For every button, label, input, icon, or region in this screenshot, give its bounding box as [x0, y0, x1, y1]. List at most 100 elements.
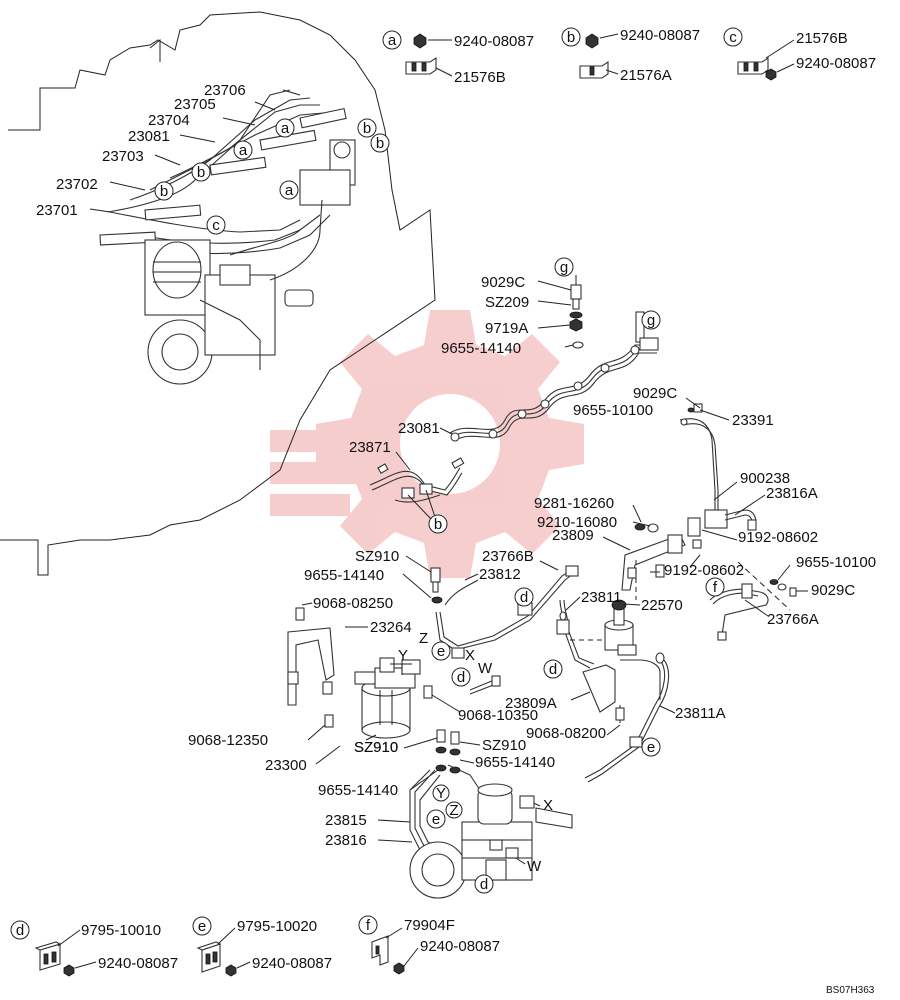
connection-marker: W: [478, 660, 493, 677]
nut-icon: [569, 318, 583, 332]
nut-icon: [393, 962, 405, 975]
callout-circle: [382, 30, 402, 50]
diagram-code: BS07H363: [826, 985, 875, 996]
clamp-slot: [589, 66, 595, 76]
part-number: 21576B: [796, 30, 848, 47]
injector: [99, 231, 157, 246]
pipe-clamp: [451, 647, 465, 659]
part-number: 9655-14140: [441, 340, 521, 357]
bolt-icon: [430, 567, 441, 583]
svg-text:e: e: [647, 739, 655, 756]
engine-callouts: a b a b b a b c: [154, 118, 390, 235]
legend-box-a: a 9240-08087 21576B: [382, 30, 534, 86]
injector: [209, 156, 267, 176]
part-number: 23300: [265, 757, 307, 774]
bracket-icon: [287, 627, 335, 706]
connection-marker: Z: [419, 630, 428, 647]
part-number: 900238: [740, 470, 790, 487]
part-number: 9240-08087: [454, 33, 534, 50]
svg-text:d: d: [480, 876, 488, 893]
pipe-clamp: [629, 736, 643, 748]
svg-text:c: c: [212, 217, 220, 234]
part-number: 23391: [732, 412, 774, 429]
svg-text:f: f: [713, 579, 718, 596]
part-number: 9240-08087: [796, 55, 876, 72]
part-number: 21576B: [454, 69, 506, 86]
part-number-23703: 23703: [102, 148, 144, 165]
injection-pipe-set: g 23081: [398, 310, 661, 442]
washer-icon: [569, 311, 583, 319]
callout-letter: c: [729, 29, 737, 46]
legend-box-c: c 21576B 9240-08087: [723, 27, 876, 81]
nut-icon: [225, 964, 237, 977]
part-number: 23264: [370, 619, 412, 636]
clamp-slot: [411, 62, 417, 72]
svg-text:a: a: [239, 142, 248, 159]
connection-marker: Y: [398, 647, 408, 664]
watermark-bar-1: [270, 430, 390, 452]
solenoid-group: d 23811 22570 23809A 23811A 9068-08200 e: [505, 560, 726, 783]
svg-text:f: f: [366, 917, 371, 934]
legend-box-d: d 9795-10010 9240-08087: [10, 920, 178, 977]
watermark-gear-logo: [270, 310, 584, 578]
svg-text:d: d: [457, 669, 465, 686]
part-number: 22570: [641, 597, 683, 614]
part-number-23701: 23701: [36, 202, 78, 219]
part-number: 9655-10100: [573, 402, 653, 419]
engine-outline: [0, 11, 436, 576]
bolt-icon: [324, 714, 334, 728]
nut-icon: [63, 964, 75, 977]
part-number: SZ910: [354, 739, 398, 756]
callout-letter: a: [388, 32, 397, 49]
nut-icon: [765, 68, 777, 81]
svg-text:g: g: [647, 312, 655, 329]
connection-marker: W: [527, 858, 542, 875]
bracket-23809: 9281-16260 9210-16080 23809 9192-08602: [534, 495, 744, 591]
legend-box-f: f 79904F 9240-08087: [358, 915, 500, 975]
clamp-slot: [421, 62, 427, 72]
union-block: [704, 509, 728, 529]
part-number: 23816: [325, 832, 367, 849]
legend-box-e: e 9795-10020 9240-08087: [192, 916, 332, 977]
svg-text:b: b: [434, 516, 442, 533]
bolt-icon: [450, 731, 460, 745]
part-number: 23081: [398, 420, 440, 437]
bolt-icon: [655, 564, 665, 578]
part-number: 79904F: [404, 917, 455, 934]
part-number-23706: 23706: [204, 82, 246, 99]
part-number: 9655-14140: [318, 782, 398, 799]
bolt-icon: [570, 284, 582, 300]
part-number: 9655-14140: [475, 754, 555, 771]
part-number: 9795-10010: [81, 922, 161, 939]
bracket: [299, 169, 351, 206]
return-pipe-23871: b 23871: [349, 439, 465, 534]
svg-text:e: e: [437, 643, 445, 660]
bolt-icon: [693, 403, 703, 413]
nut-icon: [585, 33, 599, 49]
part-number: 9068-08200: [526, 725, 606, 742]
part-number: SZ209: [485, 294, 529, 311]
svg-text:b: b: [197, 164, 205, 181]
union-block-group: 900238 23816A 9192-08602: [687, 470, 818, 568]
part-number: 21576A: [620, 67, 672, 84]
leak-off-pipe-23391: 9029C 9655-10100 23391: [573, 385, 774, 510]
part-number: 23809A: [505, 695, 557, 712]
bracket-icon: [582, 664, 616, 713]
part-number: SZ910: [482, 737, 526, 754]
part-number: 23811A: [675, 705, 726, 722]
watermark-bar-3: [270, 494, 350, 516]
pipe-clamp: [741, 583, 753, 599]
banjo-bolt: [687, 517, 701, 537]
watermark-bar-2: [270, 462, 370, 484]
part-number: 9029C: [481, 274, 525, 291]
svg-text:b: b: [376, 135, 384, 152]
part-number: 9719A: [485, 320, 528, 337]
injector: [299, 107, 347, 129]
pump-lever: [535, 807, 573, 829]
clamp-slot: [753, 62, 759, 72]
svg-text:a: a: [285, 182, 294, 199]
part-number: 9029C: [811, 582, 855, 599]
connection-marker: X: [465, 647, 475, 664]
connection-marker: Y: [436, 785, 446, 802]
